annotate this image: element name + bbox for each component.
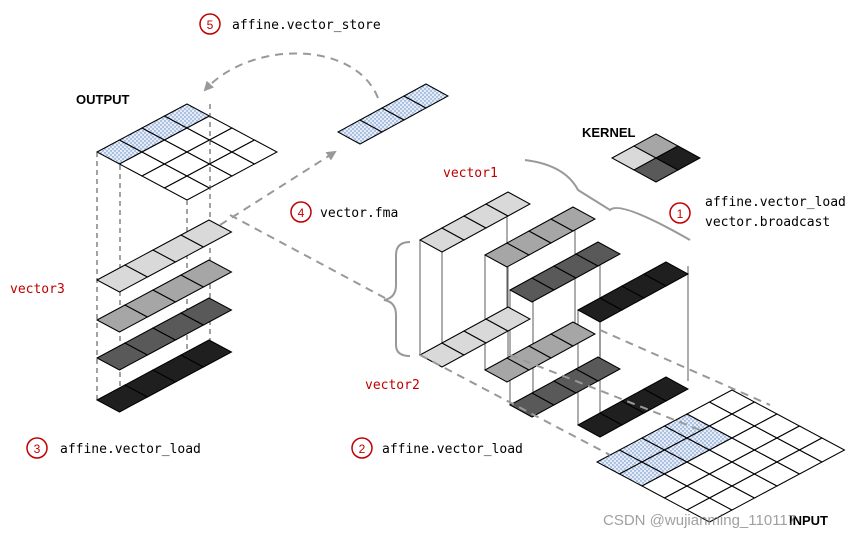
vector3-strip-cell <box>179 259 233 288</box>
svg-text:affine.vector_load: affine.vector_load <box>60 442 201 457</box>
output-grid <box>95 103 279 201</box>
svg-text:3: 3 <box>34 442 41 456</box>
kernel-cell <box>654 145 702 171</box>
vector1-strip-cell <box>549 206 597 232</box>
svg-text:2: 2 <box>359 442 366 456</box>
svg-text:vector.broadcast: vector.broadcast <box>705 215 830 230</box>
vector2-strip-cell <box>574 356 622 382</box>
vector1-strip-cell <box>574 241 622 267</box>
svg-text:4: 4 <box>298 206 305 220</box>
input-grid <box>595 389 846 523</box>
vector1-strip-cell <box>642 261 690 287</box>
vector1-strips <box>418 191 690 323</box>
vector3-strips <box>95 219 233 413</box>
input-label: INPUT <box>789 513 828 528</box>
output-cell <box>230 139 279 165</box>
fma-arrow <box>219 150 337 226</box>
vector1-label: vector1 <box>443 166 498 181</box>
svg-text:vector.fma: vector.fma <box>320 206 398 221</box>
vector1-strip-cell <box>484 191 532 217</box>
svg-text:affine.vector_store: affine.vector_store <box>232 18 381 33</box>
vector2-strip-cell <box>484 306 532 332</box>
step-1: 1 affine.vector_load vector.broadcast <box>669 195 846 230</box>
vector2-strip-cell <box>549 321 597 347</box>
vector1-brace <box>524 159 691 241</box>
svg-text:affine.vector_load: affine.vector_load <box>705 195 846 210</box>
step-3: 3 affine.vector_load <box>26 437 201 459</box>
svg-text:5: 5 <box>207 18 214 32</box>
input-cell <box>798 437 846 463</box>
svg-text:affine.vector_load: affine.vector_load <box>382 442 523 457</box>
store-vector-cell <box>402 83 450 109</box>
kernel-label: KERNEL <box>582 125 636 140</box>
store-vector <box>336 83 450 145</box>
output-label: OUTPUT <box>76 92 130 107</box>
step-5: 5 affine.vector_store <box>199 13 381 35</box>
vector3-label: vector3 <box>10 282 65 297</box>
vector2-brace <box>383 241 411 357</box>
kernel-grid <box>610 133 702 183</box>
store-arrow <box>203 52 379 99</box>
vector3-strip-cell <box>179 339 233 368</box>
vector2-strip-cell <box>642 376 690 402</box>
svg-text:1: 1 <box>677 207 684 221</box>
input-dashed-links <box>229 214 771 456</box>
vector3-strip-cell <box>179 219 233 248</box>
step-2: 2 affine.vector_load <box>351 437 523 459</box>
vector2-label: vector2 <box>365 378 420 393</box>
vector3-strip-cell <box>179 297 233 326</box>
watermark: CSDN @wujianming_110117 <box>603 512 796 529</box>
step-4: 4 vector.fma <box>290 201 398 223</box>
